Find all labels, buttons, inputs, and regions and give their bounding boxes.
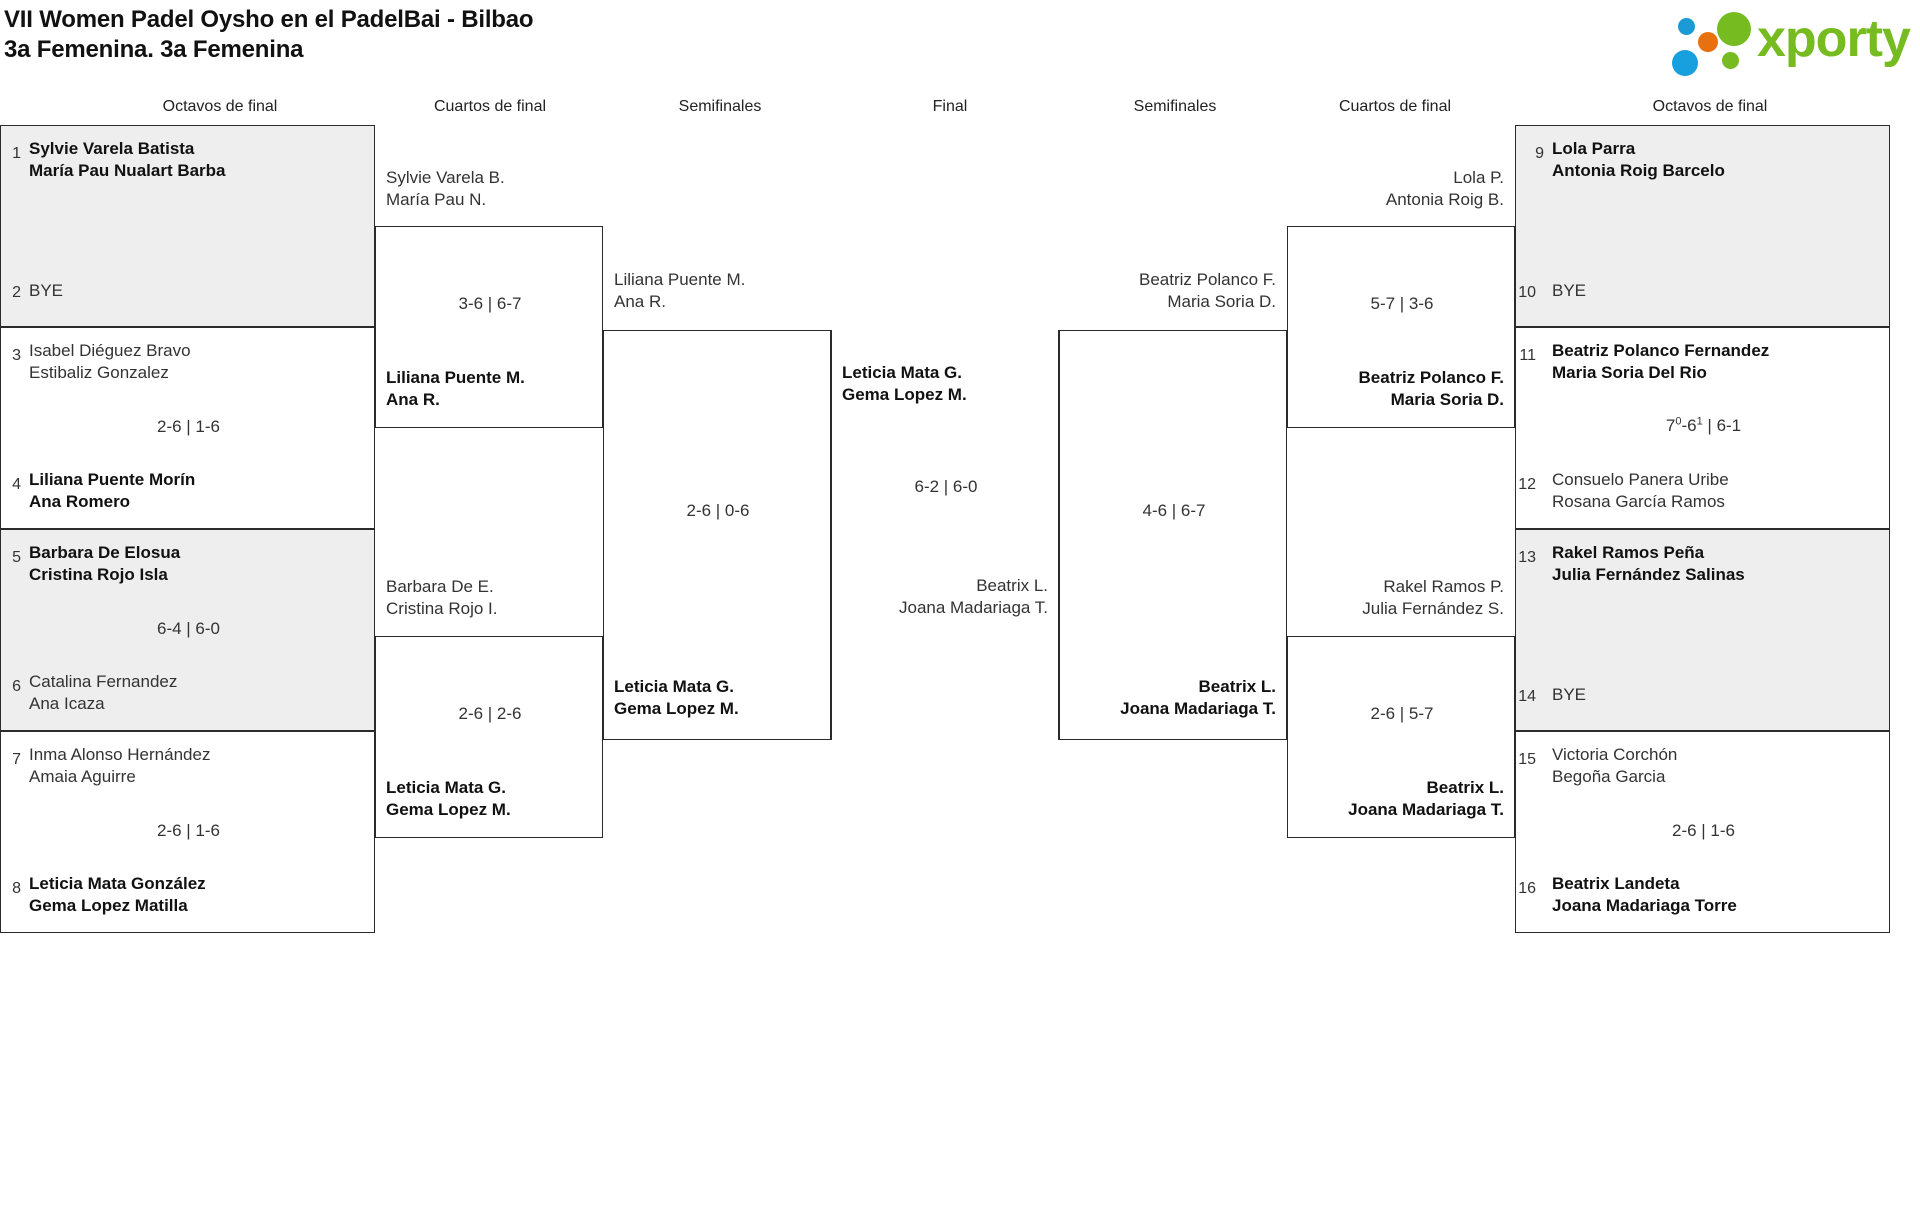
match-right-r16-1[interactable]: 9 Lola Parra Antonia Roig Barcelo 10 BYE <box>1515 125 1890 327</box>
match-score: 2-6 | 1-6 <box>156 417 220 436</box>
match-right-qf-1[interactable]: Lola P. Antonia Roig B. 5-7 | 3-6 Beatri… <box>1287 168 1515 428</box>
player-names-top: Beatriz Polanco Fernandez Maria Soria De… <box>1552 341 1770 382</box>
player-names-top: Lola Parra Antonia Roig Barcelo <box>1552 139 1725 180</box>
match-left-r16-2[interactable]: 3 Isabel Diéguez Bravo Estibaliz Gonzale… <box>0 327 375 529</box>
seed-number: 10 <box>1518 284 1536 301</box>
match-right-sf-1[interactable]: Beatriz Polanco F. Maria Soria D. 4-6 | … <box>1059 270 1287 740</box>
match-score: 70-61 | 6-1 <box>1665 415 1742 435</box>
player-names-bottom: Beatrix Landeta Joana Madariaga Torre <box>1552 874 1737 915</box>
logo-blue-dot-bottom <box>1672 50 1698 76</box>
player-names-top: Barbara De Elosua Cristina Rojo Isla <box>29 543 181 584</box>
player-names-bottom: Consuelo Panera Uribe Rosana García Ramo… <box>1552 470 1729 511</box>
match-score: 2-6 | 0-6 <box>686 501 750 520</box>
player-names-top: Beatriz Polanco F. Maria Soria D. <box>1138 270 1276 311</box>
player-names-bottom: Beatrix L. Joana Madariaga T. <box>1348 778 1504 819</box>
match-score: 2-6 | 2-6 <box>458 704 522 723</box>
player-names-top: Sylvie Varela Batista María Pau Nualart … <box>29 139 226 180</box>
seed-number: 15 <box>1518 751 1536 768</box>
seed-number: 1 <box>12 145 21 162</box>
match-score: 3-6 | 6-7 <box>458 294 522 313</box>
player-names-top: Inma Alonso Hernández Amaia Aguirre <box>29 745 211 786</box>
logo-orange-dot <box>1698 32 1718 52</box>
player-names-bottom: Catalina Fernandez Ana Icaza <box>29 672 178 713</box>
match-score: 4-6 | 6-7 <box>1142 501 1206 520</box>
seed-number: 2 <box>12 284 21 301</box>
seed-number: 14 <box>1518 688 1536 705</box>
player-names-top: Rakel Ramos P. Julia Fernández S. <box>1362 577 1504 618</box>
player-names-bottom: Leticia Mata González Gema Lopez Matilla <box>29 874 206 915</box>
player-names-bottom: Beatriz Polanco F. Maria Soria D. <box>1358 368 1504 409</box>
match-score: 6-2 | 6-0 <box>914 477 978 496</box>
match-right-r16-4[interactable]: 15 Victoria Corchón Begoña Garcia 2-6 | … <box>1515 731 1890 933</box>
seed-number: 7 <box>12 751 21 768</box>
player-names-bottom: Liliana Puente M. Ana R. <box>386 368 525 409</box>
bye-label: BYE <box>1552 685 1587 704</box>
page-header: VII Women Padel Oysho en el PadelBai - B… <box>0 0 1920 76</box>
match-left-r16-1[interactable]: 1 Sylvie Varela Batista María Pau Nualar… <box>0 125 375 327</box>
player-names-bottom: Liliana Puente Morín Ana Romero <box>29 470 196 511</box>
round-header-right-qf: Cuartos de final <box>1338 98 1452 115</box>
player-names-top: Liliana Puente M. Ana R. <box>614 270 746 311</box>
bye-label: BYE <box>1552 281 1587 300</box>
round-header-left-qf: Cuartos de final <box>433 98 547 115</box>
match-score: 2-6 | 1-6 <box>1671 821 1735 840</box>
round-header-right-sf: Semifinales <box>1133 98 1217 115</box>
match-final[interactable]: Leticia Mata G. Gema Lopez M. 6-2 | 6-0 … <box>831 330 1059 740</box>
logo-blue-dot-top <box>1678 18 1695 35</box>
player-names-top: Sylvie Varela B. María Pau N. <box>386 168 505 209</box>
match-left-r16-4[interactable]: 7 Inma Alonso Hernández Amaia Aguirre 2-… <box>0 731 375 933</box>
round-header-final: Final <box>932 98 968 115</box>
match-score: 5-7 | 3-6 <box>1370 294 1434 313</box>
player-names-top: Lola P. Antonia Roig B. <box>1385 168 1504 209</box>
player-names-bottom: Leticia Mata G. Gema Lopez M. <box>614 677 739 718</box>
player-names-bottom: Beatrix L. Joana Madariaga T. <box>898 576 1048 617</box>
match-right-qf-2[interactable]: Rakel Ramos P. Julia Fernández S. 2-6 | … <box>1287 577 1515 838</box>
xporty-logo[interactable]: xporty <box>1654 6 1911 76</box>
seed-number: 13 <box>1518 549 1536 566</box>
seed-number: 6 <box>12 678 21 695</box>
tournament-title: VII Women Padel Oysho en el PadelBai - B… <box>4 6 534 33</box>
seed-number: 8 <box>12 880 21 897</box>
match-left-qf-1[interactable]: Sylvie Varela B. María Pau N. 3-6 | 6-7 … <box>375 168 603 428</box>
round-header-right-r16: Octavos de final <box>1652 98 1768 115</box>
player-names-top: Barbara De E. Cristina Rojo I. <box>386 577 498 618</box>
logo-green-dot-large <box>1717 12 1751 46</box>
match-left-sf-1[interactable]: Liliana Puente M. Ana R. 2-6 | 0-6 Letic… <box>603 270 831 740</box>
player-names-bottom: Leticia Mata G. Gema Lopez M. <box>386 778 511 819</box>
match-right-r16-2[interactable]: 11 Beatriz Polanco Fernandez Maria Soria… <box>1515 327 1890 529</box>
player-names-bottom: Beatrix L. Joana Madariaga T. <box>1120 677 1276 718</box>
bye-label: BYE <box>29 281 64 300</box>
match-left-r16-3[interactable]: 5 Barbara De Elosua Cristina Rojo Isla 6… <box>0 529 375 731</box>
round-header-left-r16: Octavos de final <box>162 98 278 115</box>
seed-number: 5 <box>12 549 21 566</box>
seed-number: 3 <box>12 347 21 364</box>
match-left-qf-2[interactable]: Barbara De E. Cristina Rojo I. 2-6 | 2-6… <box>375 577 603 838</box>
player-names-top: Leticia Mata G. Gema Lopez M. <box>842 363 967 404</box>
player-names-top: Victoria Corchón Begoña Garcia <box>1552 745 1678 786</box>
logo-wordmark: xporty <box>1757 10 1911 68</box>
seed-number: 9 <box>1535 145 1544 162</box>
player-names-top: Isabel Diéguez Bravo Estibaliz Gonzalez <box>29 341 191 382</box>
logo-green-dot-small <box>1722 52 1739 69</box>
round-header-left-sf: Semifinales <box>678 98 762 115</box>
match-score: 2-6 | 5-7 <box>1370 704 1434 723</box>
seed-number: 16 <box>1518 880 1536 897</box>
seed-number: 11 <box>1519 347 1536 364</box>
seed-number: 4 <box>12 476 21 493</box>
match-score: 6-4 | 6-0 <box>156 619 220 638</box>
seed-number: 12 <box>1518 476 1536 493</box>
match-right-r16-3[interactable]: 13 Rakel Ramos Peña Julia Fernández Sali… <box>1515 529 1890 731</box>
match-score: 2-6 | 1-6 <box>156 821 220 840</box>
player-names-top: Rakel Ramos Peña Julia Fernández Salinas <box>1552 543 1745 584</box>
tournament-subtitle: 3a Femenina. 3a Femenina <box>4 36 304 63</box>
